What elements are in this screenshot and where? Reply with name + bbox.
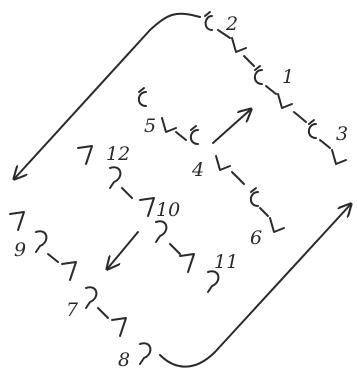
label-1: 1 (282, 66, 294, 88)
label-3: 3 (336, 123, 348, 145)
label-2: 2 (225, 13, 238, 35)
label-4: 4 (191, 159, 204, 181)
outer-arrow-left (15, 12, 201, 178)
strand-bottom-left (9, 211, 152, 365)
inner-arrow-up (212, 110, 250, 144)
label-9: 9 (14, 239, 26, 261)
strand-middle (137, 87, 285, 233)
label-7: 7 (66, 299, 79, 321)
inner-arrow-down (108, 231, 139, 268)
label-8: 8 (118, 349, 130, 371)
strand-top-right (204, 11, 347, 165)
label-10: 10 (156, 199, 180, 221)
strand-left-middle (77, 145, 220, 293)
label-5: 5 (144, 115, 156, 137)
label-11: 11 (214, 251, 238, 273)
outer-arrow-right (159, 205, 350, 368)
label-6: 6 (250, 227, 262, 249)
label-12: 12 (106, 143, 130, 165)
